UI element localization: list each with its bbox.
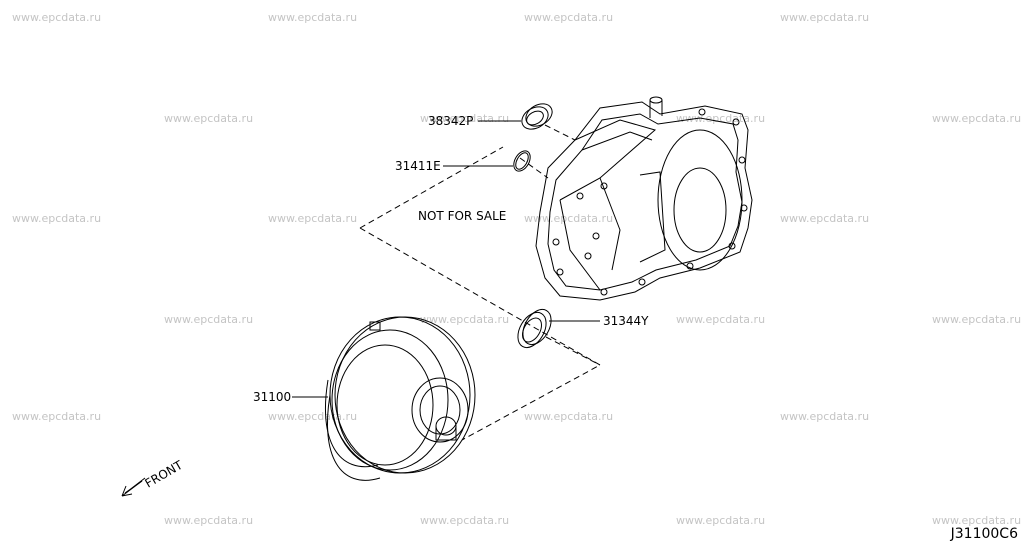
transmission-case bbox=[535, 96, 753, 301]
watermark-text: www.epcdata.ru bbox=[676, 313, 766, 326]
watermark-text: www.epcdata.ru bbox=[780, 410, 870, 423]
diagram-code: J31100C6 bbox=[950, 526, 1018, 542]
label-31344y: 31344Y bbox=[603, 314, 649, 328]
torque-converter-31100 bbox=[324, 316, 476, 481]
watermark-text: www.epcdata.ru bbox=[780, 212, 870, 225]
label-31411e: 31411E bbox=[395, 159, 441, 173]
watermark-text: www.epcdata.ru bbox=[420, 112, 510, 125]
watermark-text: www.epcdata.ru bbox=[420, 514, 510, 527]
assembly-guide-lines bbox=[359, 124, 602, 441]
watermark-text: www.epcdata.ru bbox=[780, 11, 870, 24]
watermark-text: www.epcdata.ru bbox=[268, 11, 358, 24]
front-direction-arrow bbox=[121, 477, 146, 497]
label-38342p: 38342P bbox=[428, 114, 473, 128]
watermark-text: www.epcdata.ru bbox=[12, 11, 102, 24]
watermark-text: www.epcdata.ru bbox=[268, 212, 358, 225]
watermark-text: www.epcdata.ru bbox=[524, 410, 614, 423]
oil-seal-38342p bbox=[521, 103, 553, 130]
watermark-text: www.epcdata.ru bbox=[164, 313, 254, 326]
watermark-text: www.epcdata.ru bbox=[524, 212, 614, 225]
watermark-text: www.epcdata.ru bbox=[524, 11, 614, 24]
watermark-text: www.epcdata.ru bbox=[268, 410, 358, 423]
o-ring-31411e bbox=[513, 150, 531, 172]
watermark-text: www.epcdata.ru bbox=[12, 212, 102, 225]
oil-seal-31344y bbox=[517, 308, 552, 349]
watermark-text: www.epcdata.ru bbox=[164, 112, 254, 125]
watermark-text: www.epcdata.ru bbox=[932, 112, 1022, 125]
watermark-text: www.epcdata.ru bbox=[932, 313, 1022, 326]
watermark-text: www.epcdata.ru bbox=[12, 410, 102, 423]
watermark-text: www.epcdata.ru bbox=[676, 514, 766, 527]
watermark-text: www.epcdata.ru bbox=[420, 313, 510, 326]
label-not-for-sale: NOT FOR SALE bbox=[418, 209, 506, 223]
label-31100: 31100 bbox=[253, 390, 291, 404]
label-front: FRONT bbox=[143, 458, 186, 491]
watermark-text: www.epcdata.ru bbox=[932, 514, 1022, 527]
watermark-text: www.epcdata.ru bbox=[164, 514, 254, 527]
